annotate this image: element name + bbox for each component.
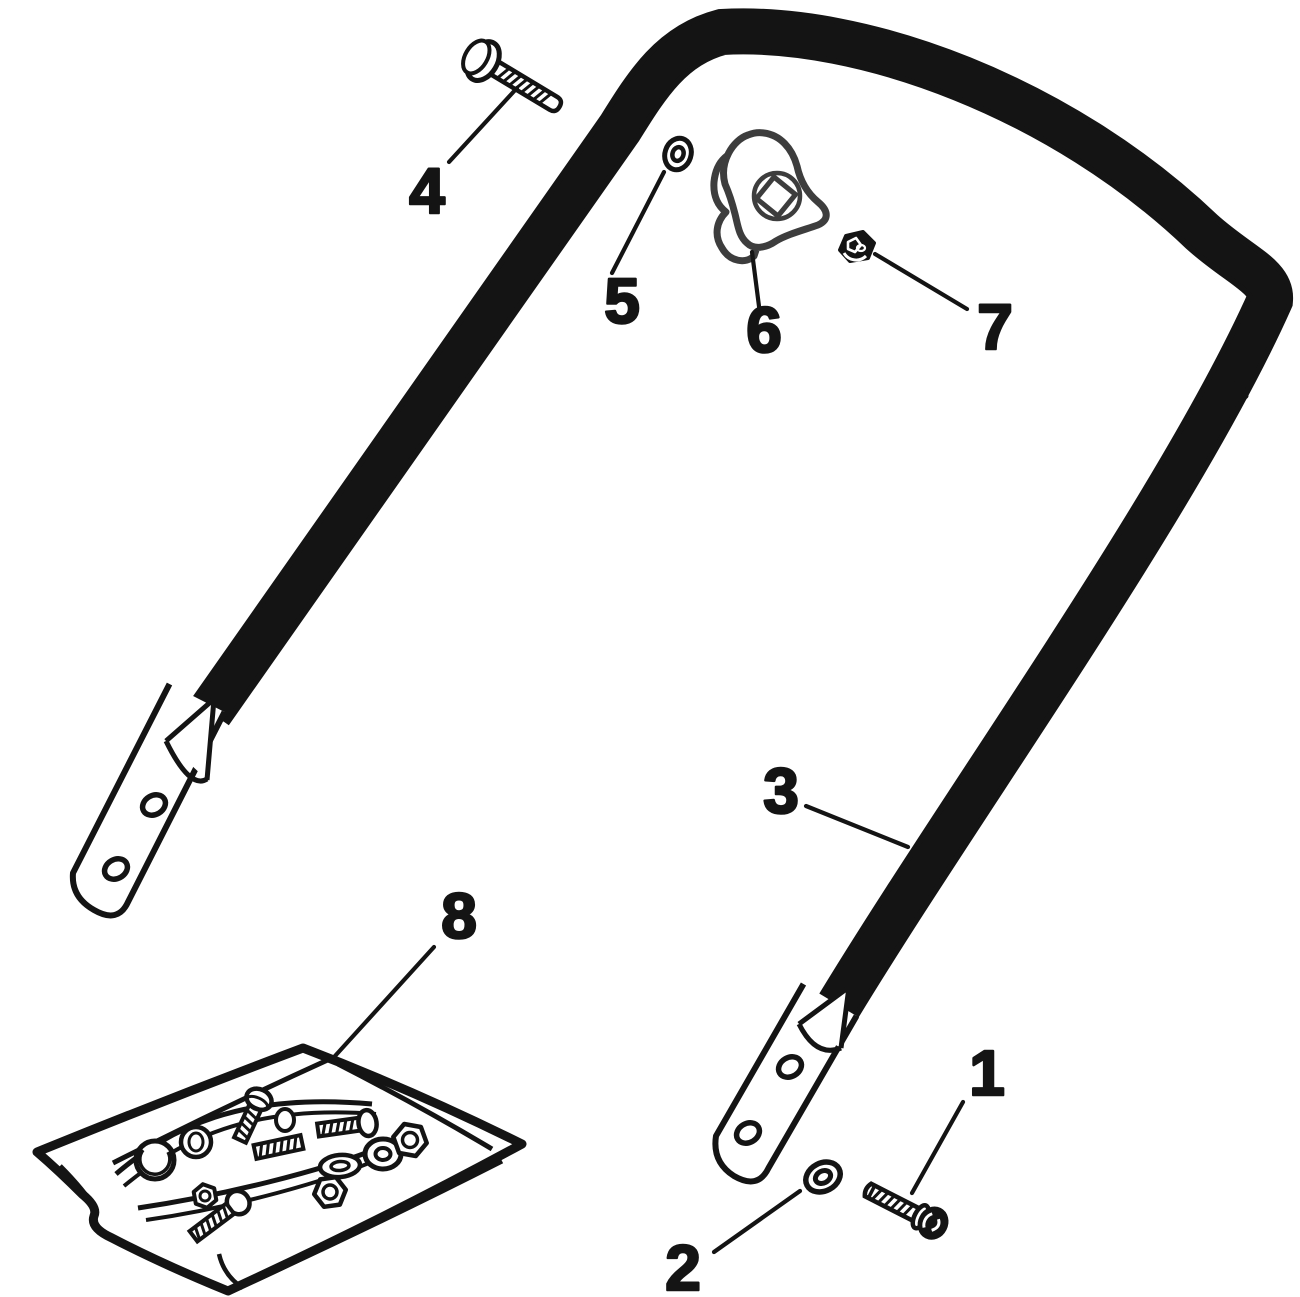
hardware-bag-contents xyxy=(114,1086,429,1245)
left-bracket-crease xyxy=(164,696,217,781)
leader-line-5 xyxy=(609,169,667,276)
leader-line-1 xyxy=(909,1099,966,1196)
part-label-4: 4 xyxy=(409,155,445,227)
carriage-bolt xyxy=(461,38,564,114)
leader-line-6 xyxy=(749,249,763,317)
handle-washer-lower xyxy=(803,1159,843,1195)
flange-lock-nut xyxy=(838,230,876,263)
tube-hole-right xyxy=(1229,380,1249,401)
leader-line-8 xyxy=(332,944,437,1059)
part-label-3: 3 xyxy=(763,755,799,827)
bag-fold-top-right xyxy=(336,1061,494,1152)
knob-square-socket xyxy=(754,174,798,219)
right-bracket-crease xyxy=(797,984,852,1049)
carriage-bolt-head-rim xyxy=(461,38,492,76)
part-label-6: 6 xyxy=(746,294,782,366)
part-label-5: 5 xyxy=(604,265,640,337)
part-label-2: 2 xyxy=(665,1232,701,1297)
bag-outline xyxy=(32,1043,527,1296)
left-bracket-fold-arc xyxy=(163,739,209,784)
part-label-8: 8 xyxy=(441,880,477,952)
bag-fold-left xyxy=(58,1164,100,1213)
part-label-7: 7 xyxy=(977,291,1013,363)
handle-tube-core xyxy=(196,14,1287,1021)
lower-handle-tube xyxy=(191,8,1293,1024)
leader-line-3 xyxy=(803,803,911,850)
handle-mount-bolt xyxy=(862,1181,949,1240)
tube-hole-upper-left xyxy=(612,121,632,142)
handle-left-bracket xyxy=(69,682,228,919)
curved-washer-upper xyxy=(662,135,694,173)
left-bracket-hole-upper xyxy=(139,792,169,818)
left-bracket-hole-lower xyxy=(101,856,131,882)
bag-fold-bottom xyxy=(256,1158,504,1282)
bag-fold-corner xyxy=(216,1253,245,1290)
leader-line-2 xyxy=(711,1188,803,1255)
part-label-1: 1 xyxy=(969,1037,1005,1109)
handle-right-bracket xyxy=(712,982,860,1185)
right-bracket-fold-arc xyxy=(796,1022,842,1053)
leader-line-7 xyxy=(872,251,970,312)
leader-line-4 xyxy=(446,85,520,165)
right-bracket-hole-upper xyxy=(775,1054,805,1080)
handle-knob xyxy=(710,129,830,265)
hardware-bag xyxy=(32,1043,527,1296)
right-bracket-hole-lower xyxy=(733,1120,763,1146)
